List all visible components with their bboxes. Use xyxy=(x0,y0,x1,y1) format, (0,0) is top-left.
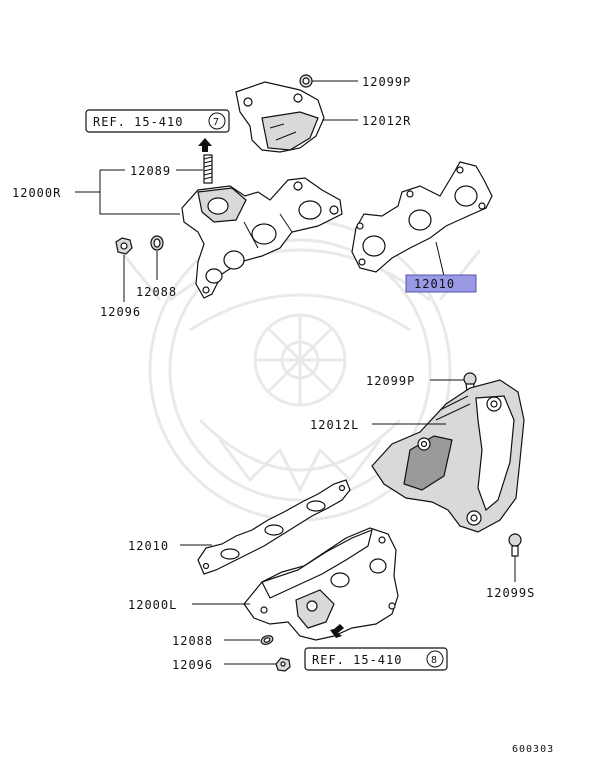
label-12096-top: 12096 xyxy=(100,305,141,319)
gasket-12010-top[interactable] xyxy=(351,161,493,273)
label-12012r: 12012R xyxy=(362,114,411,128)
label-12010-top: 12010 xyxy=(414,277,455,291)
washer-12088-top[interactable] xyxy=(150,235,164,251)
exhaust-manifold-12000r[interactable] xyxy=(181,177,343,299)
washer-12088-bottom[interactable] xyxy=(260,634,274,646)
label-12012l: 12012L xyxy=(310,418,359,432)
bolt-12099p-top[interactable] xyxy=(299,74,313,88)
label-12010-bottom: 12010 xyxy=(128,539,169,553)
ref-bottom-text: REF. 15-410 xyxy=(312,653,402,667)
label-12096-bottom: 12096 xyxy=(172,658,213,672)
label-12099p-top: 12099P xyxy=(362,75,411,89)
label-12099p-mid: 12099P xyxy=(366,374,415,388)
label-12088-top: 12088 xyxy=(136,285,177,299)
label-12088-bottom: 12088 xyxy=(172,634,213,648)
label-12000l: 12000L xyxy=(128,598,177,612)
bolt-12099s[interactable] xyxy=(508,533,522,557)
nut-12096-top[interactable] xyxy=(115,237,133,255)
heat-protector-12012r[interactable] xyxy=(235,81,325,153)
gasket-12010-bottom[interactable] xyxy=(197,479,351,575)
stud-12089[interactable] xyxy=(203,154,213,184)
highlighted-part-12010[interactable]: 12010 xyxy=(405,274,477,293)
ref-top-text: REF. 15-410 xyxy=(93,115,183,129)
heat-protector-12012l[interactable] xyxy=(371,379,525,533)
direction-arrow-icon xyxy=(198,138,212,152)
ref-top-circle-number: 7 xyxy=(213,117,220,128)
label-12089: 12089 xyxy=(130,164,171,178)
ref-link-bottom[interactable]: REF. 15-410 8 xyxy=(304,647,448,671)
direction-arrow-icon xyxy=(330,624,344,638)
diagram-id: 600303 xyxy=(512,744,554,755)
ref-link-top[interactable]: REF. 15-410 7 xyxy=(85,109,230,133)
ref-bottom-circle-number: 8 xyxy=(431,655,438,666)
exhaust-manifold-12000l[interactable] xyxy=(243,527,399,641)
label-12099s: 12099S xyxy=(486,586,535,600)
label-12000r: 12000R xyxy=(12,186,61,200)
nut-12096-bottom[interactable] xyxy=(275,657,291,672)
